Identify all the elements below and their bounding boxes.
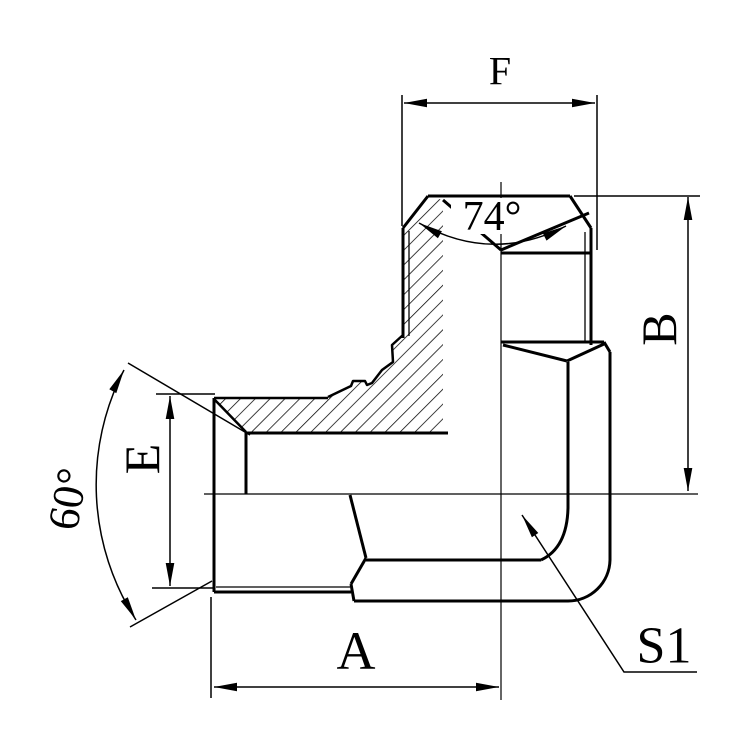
dimension-a: A <box>210 597 499 698</box>
arrowhead <box>419 223 442 239</box>
dim-label-e: E <box>114 444 170 475</box>
dimension-e: E <box>114 393 215 589</box>
arrowhead <box>109 370 124 394</box>
arrowhead <box>404 98 427 108</box>
arrowhead <box>165 396 175 419</box>
arrowhead <box>683 468 693 491</box>
arrowhead <box>120 597 136 620</box>
centerlines <box>204 182 698 700</box>
leader-line <box>521 514 697 673</box>
section-hatch-region <box>214 196 443 433</box>
fitting-body-outline <box>212 194 612 603</box>
dim-label-f: F <box>489 49 511 94</box>
arrowhead <box>165 563 175 586</box>
seat-angle-annotation: 60° <box>39 362 251 628</box>
arrowhead <box>683 197 693 220</box>
angle-label-60: 60° <box>39 464 98 533</box>
arrowhead <box>572 98 595 108</box>
hex-label-s1: S1 <box>637 618 692 675</box>
angle-label-74: 74° <box>463 194 522 240</box>
arrowhead <box>542 226 566 241</box>
dimension-f: F <box>401 49 598 250</box>
leader-s1: S1 <box>521 514 697 675</box>
arrowhead <box>476 682 499 692</box>
arrowhead <box>522 515 539 538</box>
seat-cone-upper-line <box>127 362 251 436</box>
dim-label-a: A <box>337 621 376 681</box>
dimension-b: B <box>574 195 700 491</box>
arrowhead <box>214 682 237 692</box>
label-backing <box>451 198 533 234</box>
seat-angle-arc <box>95 369 137 621</box>
flare-angle-annotation: 74° <box>418 194 567 245</box>
dim-label-b: B <box>631 312 687 345</box>
